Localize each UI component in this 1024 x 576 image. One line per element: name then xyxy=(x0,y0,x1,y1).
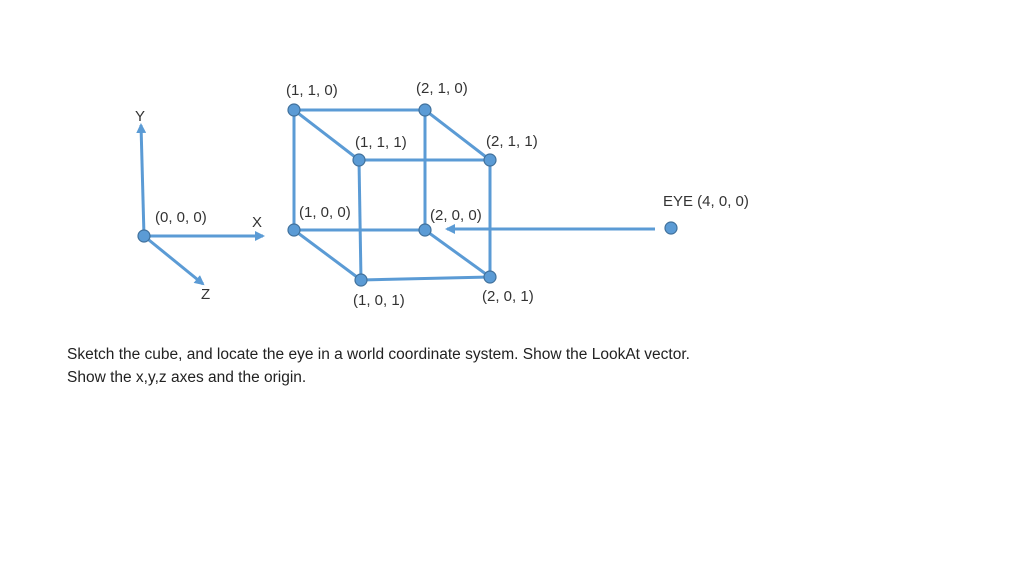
edge-101-201 xyxy=(360,275,491,282)
y-axis-arrow xyxy=(136,123,147,237)
label-110: (1, 1, 0) xyxy=(286,82,338,99)
instructions-line-1: Sketch the cube, and locate the eye in a… xyxy=(67,346,690,363)
cube-edges xyxy=(292,108,492,282)
label-201: (2, 0, 1) xyxy=(482,288,534,305)
x-axis-label: X xyxy=(252,214,262,231)
vertex-100 xyxy=(287,223,301,237)
origin-point xyxy=(137,229,151,243)
vertex-200 xyxy=(418,223,432,237)
eye-point xyxy=(664,221,678,235)
edge-111-101 xyxy=(357,159,363,281)
vertex-labels: (1, 1, 0) (2, 1, 0) (1, 1, 1) (2, 1, 1) … xyxy=(286,80,749,309)
origin-label: (0, 0, 0) xyxy=(155,209,207,226)
label-111: (1, 1, 1) xyxy=(355,134,407,151)
vertex-210 xyxy=(418,103,432,117)
z-axis-label: Z xyxy=(201,286,210,303)
label-100: (1, 0, 0) xyxy=(299,204,351,221)
axes-group: Y X Z (0, 0, 0) xyxy=(135,108,265,303)
label-200: (2, 0, 0) xyxy=(430,207,482,224)
vertex-211 xyxy=(483,153,497,167)
cube-vertices xyxy=(287,103,497,287)
vertex-101 xyxy=(354,273,368,287)
y-axis-label: Y xyxy=(135,108,145,125)
edge-210-211 xyxy=(424,108,491,162)
edge-100-101 xyxy=(293,228,362,282)
vertex-110 xyxy=(287,103,301,117)
z-axis-arrow xyxy=(143,234,205,286)
edge-200-201 xyxy=(424,228,491,279)
eye-label: EYE (4, 0, 0) xyxy=(663,193,749,210)
vertex-111 xyxy=(352,153,366,167)
edge-110-111 xyxy=(293,108,360,162)
label-210: (2, 1, 0) xyxy=(416,80,468,97)
label-211: (2, 1, 1) xyxy=(486,133,538,150)
instructions-line-2: Show the x,y,z axes and the origin. xyxy=(67,369,307,386)
label-101: (1, 0, 1) xyxy=(353,292,405,309)
instructions-text: Sketch the cube, and locate the eye in a… xyxy=(67,343,967,389)
vertex-201 xyxy=(483,270,497,284)
